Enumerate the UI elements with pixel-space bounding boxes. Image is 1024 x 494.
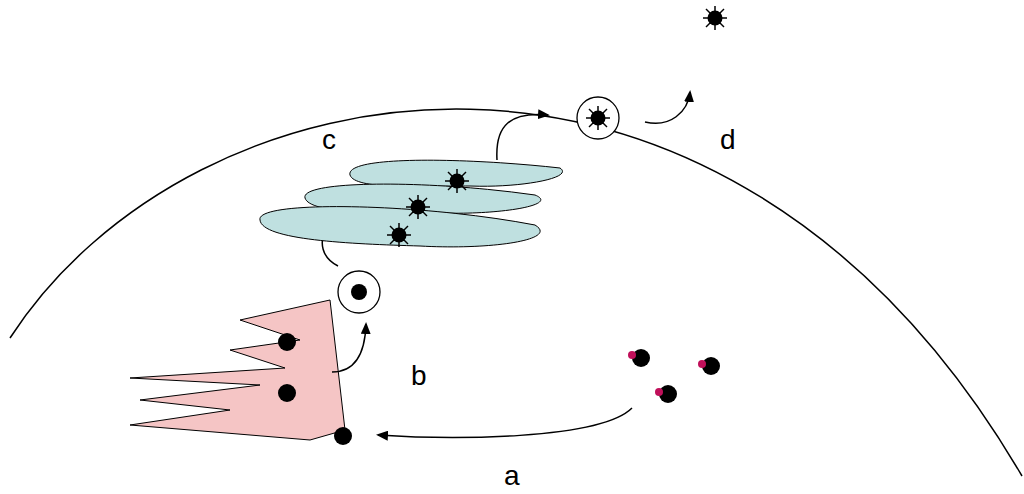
endoplasmic-reticulum [130,300,345,440]
stage-letter: a [504,462,520,490]
stage-letter: b [411,362,427,390]
golgi-apparatus [260,160,563,247]
secretory-vesicle [577,97,619,139]
free-proteins [628,349,720,403]
stage-letter: d [720,126,736,154]
stage-letter: c [322,126,336,154]
transport-vesicle [338,271,380,313]
cell-membrane [10,109,1022,476]
